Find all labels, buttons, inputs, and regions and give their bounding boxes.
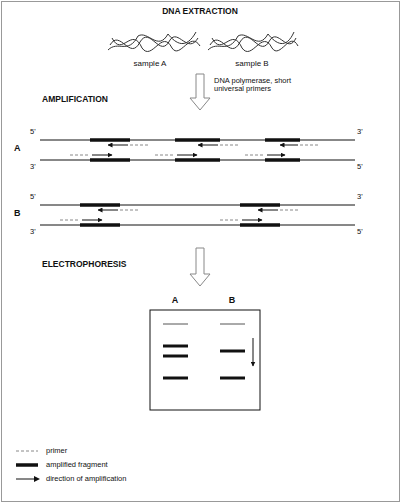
label: 5': [357, 228, 363, 236]
label: AMPLIFICATION: [42, 95, 108, 104]
label: sample B: [235, 60, 268, 69]
label: 3': [30, 228, 36, 236]
label: DNA polymerase, short universal primers: [214, 77, 314, 94]
label: 5': [357, 163, 363, 171]
legend-text: direction of amplification: [46, 475, 126, 483]
label: 5': [30, 193, 36, 201]
legend-text: primer: [46, 447, 67, 455]
label: B: [14, 209, 21, 219]
label: sample A: [134, 60, 167, 69]
label: 5': [30, 128, 36, 136]
label: 3': [357, 193, 363, 201]
label: 3': [30, 163, 36, 171]
label: A: [172, 296, 179, 306]
label: ELECTROPHORESIS: [42, 260, 127, 269]
label: DNA EXTRACTION: [162, 7, 238, 16]
label: 3': [357, 128, 363, 136]
label: B: [229, 296, 236, 306]
legend-sample: [14, 474, 42, 484]
label: A: [14, 144, 21, 154]
legend-sample: [14, 446, 42, 456]
legend-sample: [14, 460, 42, 470]
legend-text: amplified fragment: [46, 461, 108, 469]
